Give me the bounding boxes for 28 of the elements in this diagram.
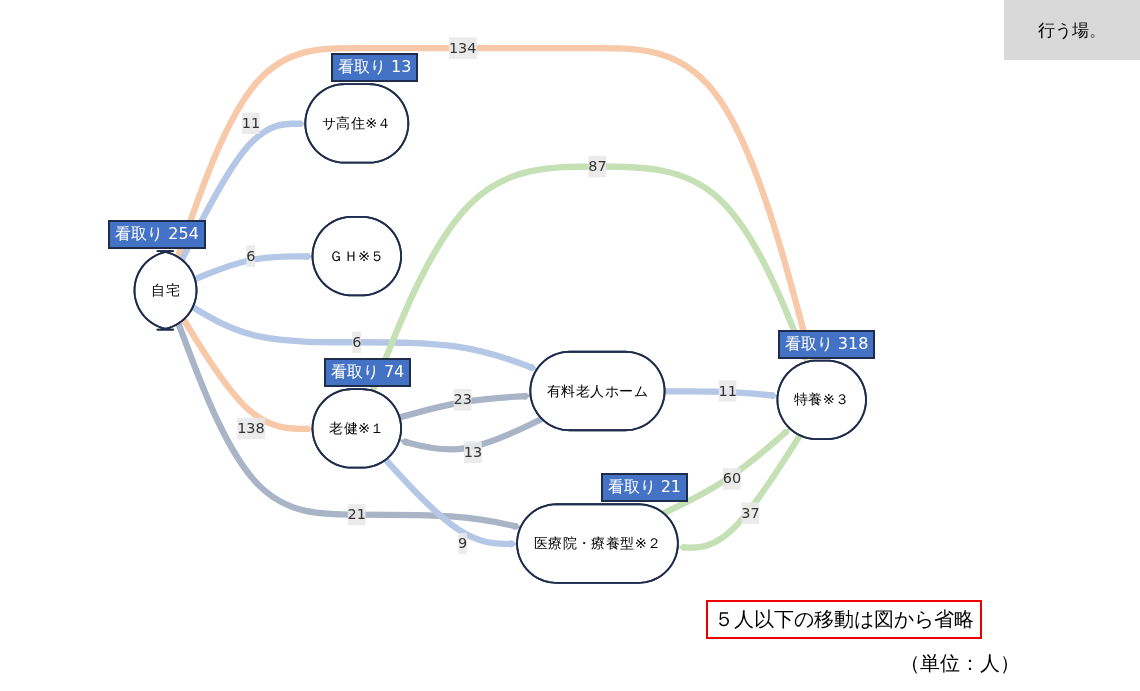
edge-label: 37	[741, 504, 760, 522]
edge-label: 21	[347, 505, 366, 523]
note-box: ５人以下の移動は図から省略	[706, 600, 982, 639]
edge-label: 60	[722, 469, 741, 487]
edge-label: 13	[463, 443, 482, 461]
tag-label: 看取り 74	[323, 358, 412, 388]
arrow	[174, 44, 814, 362]
tag-label: 看取り 318	[777, 329, 876, 359]
arrow	[661, 428, 791, 517]
tag-label: 看取り 13	[331, 53, 419, 83]
arrow	[191, 304, 538, 372]
edge-label: 11	[241, 114, 260, 132]
tag-label: 看取り 254	[108, 220, 206, 250]
header-note: 行う場。	[1004, 0, 1140, 60]
edge-label: 6	[351, 333, 362, 351]
unit-note: （単位：人）	[900, 650, 1020, 677]
arrow	[677, 433, 803, 552]
edge-label: 23	[453, 390, 472, 408]
edge-label: 87	[588, 157, 607, 175]
edge-label: 11	[718, 381, 737, 400]
edge-label: 138	[236, 419, 265, 437]
arrow	[175, 322, 522, 530]
arrow	[399, 416, 544, 453]
tag-label: 看取り 21	[600, 473, 689, 503]
arrow	[369, 163, 809, 393]
edge-label: 6	[246, 247, 256, 265]
edge-label: 9	[457, 534, 468, 552]
edge-label: 134	[448, 39, 477, 57]
